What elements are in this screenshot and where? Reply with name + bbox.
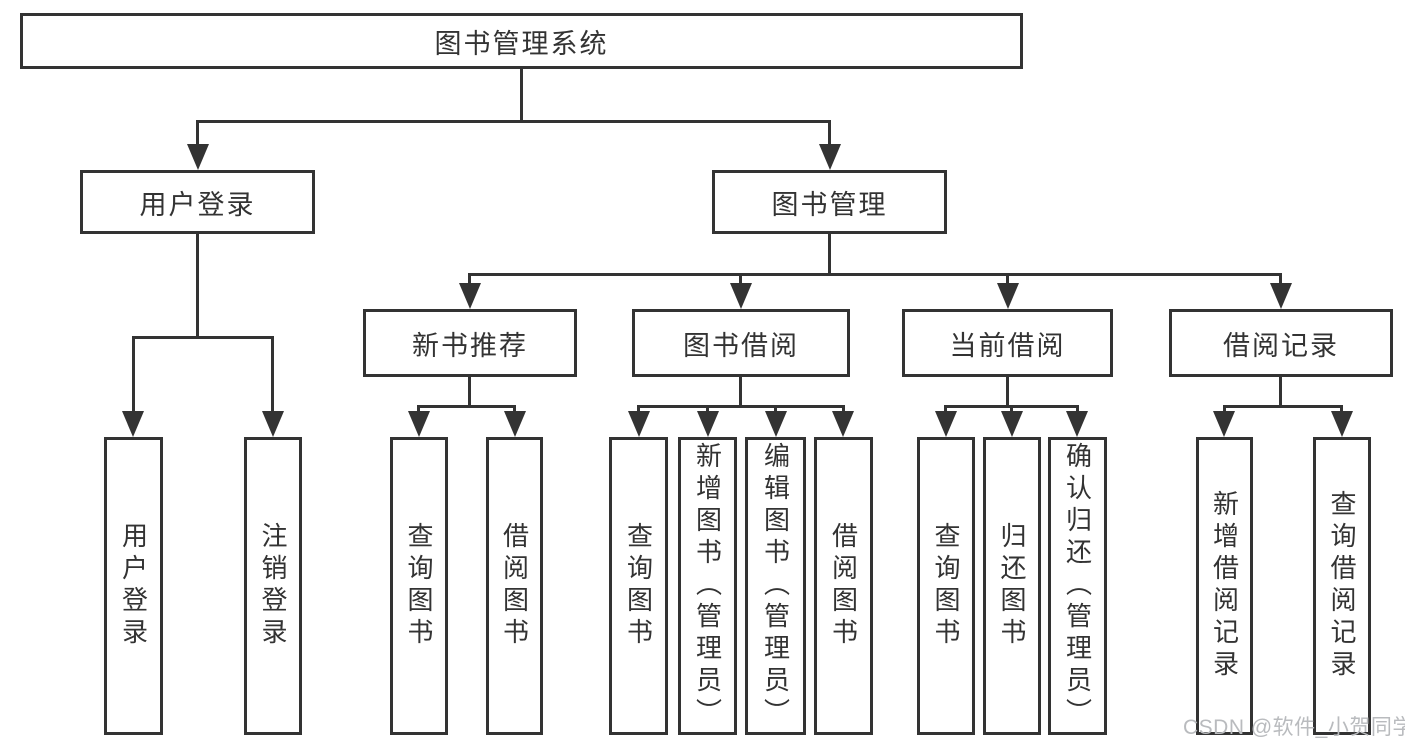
node-new-book-recommend: 新书推荐 xyxy=(363,309,577,377)
connector-arrowhead xyxy=(1066,411,1088,437)
node-borrow-records: 借阅记录 xyxy=(1169,309,1393,377)
leaf-recommend-query-books-label: 查询图书 xyxy=(404,522,434,650)
connector-arrowhead xyxy=(504,411,526,437)
node-book-borrow-label: 图书借阅 xyxy=(683,330,799,361)
connector-line xyxy=(468,273,1282,276)
connector-arrowhead xyxy=(697,411,719,437)
leaf-edit-books-admin: 编辑图书（管理员） xyxy=(745,437,806,735)
connector-line xyxy=(196,120,831,123)
leaf-current-query-books: 查询图书 xyxy=(917,437,975,735)
connector-arrowhead xyxy=(628,411,650,437)
connector-arrowhead xyxy=(1331,411,1353,437)
connector-arrowhead xyxy=(730,283,752,309)
connector-line xyxy=(1279,377,1282,407)
connector-line xyxy=(828,120,831,148)
leaf-query-borrow-record: 查询借阅记录 xyxy=(1313,437,1371,735)
leaf-borrow-query-books: 查询图书 xyxy=(609,437,668,735)
leaf-recommend-borrow-books-label: 借阅图书 xyxy=(499,522,530,650)
connector-arrowhead xyxy=(262,411,284,437)
connector-line xyxy=(739,273,742,287)
connector-line xyxy=(1006,377,1009,407)
connector-line xyxy=(196,120,199,148)
leaf-borrow-books: 借阅图书 xyxy=(814,437,873,735)
leaf-return-books-label: 归还图书 xyxy=(997,522,1027,650)
leaf-borrow-query-books-label: 查询图书 xyxy=(623,522,654,650)
leaf-current-query-books-label: 查询图书 xyxy=(931,522,961,650)
node-current-borrow-label: 当前借阅 xyxy=(949,330,1066,361)
leaf-confirm-return-admin-label: 确认归还（管理员） xyxy=(1062,442,1093,730)
node-book-management: 图书管理 xyxy=(712,170,947,234)
connector-arrowhead xyxy=(1270,283,1292,309)
node-current-borrow: 当前借阅 xyxy=(902,309,1113,377)
connector-line xyxy=(520,69,523,123)
node-user-login: 用户登录 xyxy=(80,170,315,234)
connector-line xyxy=(468,273,471,287)
leaf-user-login: 用户登录 xyxy=(104,437,163,735)
connector-arrowhead xyxy=(122,411,144,437)
connector-line xyxy=(1279,273,1282,287)
connector-arrowhead xyxy=(819,144,841,170)
leaf-add-books-admin-label: 新增图书（管理员） xyxy=(692,442,723,730)
connector-arrowhead xyxy=(832,411,854,437)
connector-line xyxy=(739,377,742,407)
connector-arrowhead xyxy=(997,283,1019,309)
connector-arrowhead xyxy=(765,411,787,437)
node-root: 图书管理系统 xyxy=(20,13,1023,69)
connector-line xyxy=(417,405,516,408)
node-root-label: 图书管理系统 xyxy=(434,28,609,59)
leaf-recommend-borrow-books: 借阅图书 xyxy=(486,437,543,735)
connector-line xyxy=(468,377,471,407)
connector-line xyxy=(132,336,135,415)
connector-arrowhead xyxy=(187,144,209,170)
leaf-return-books: 归还图书 xyxy=(983,437,1041,735)
leaf-user-login-label: 用户登录 xyxy=(118,522,149,650)
connector-line xyxy=(132,336,274,339)
node-new-book-recommend-label: 新书推荐 xyxy=(412,330,528,361)
leaf-edit-books-admin-label: 编辑图书（管理员） xyxy=(760,442,791,730)
leaf-logout-label: 注销登录 xyxy=(258,522,288,650)
connector-arrowhead xyxy=(1213,411,1235,437)
leaf-add-books-admin: 新增图书（管理员） xyxy=(678,437,737,735)
connector-arrowhead xyxy=(459,283,481,309)
connector-line xyxy=(828,234,831,275)
node-user-login-label: 用户登录 xyxy=(139,189,256,220)
leaf-query-borrow-record-label: 查询借阅记录 xyxy=(1327,490,1357,682)
connector-arrowhead xyxy=(1001,411,1023,437)
node-borrow-records-label: 借阅记录 xyxy=(1223,330,1339,361)
connector-line xyxy=(271,336,274,415)
leaf-logout: 注销登录 xyxy=(244,437,302,735)
leaf-confirm-return-admin: 确认归还（管理员） xyxy=(1048,437,1107,735)
leaf-recommend-query-books: 查询图书 xyxy=(390,437,448,735)
connector-arrowhead xyxy=(408,411,430,437)
connector-arrowhead xyxy=(935,411,957,437)
leaf-borrow-books-label: 借阅图书 xyxy=(828,522,859,650)
connector-line xyxy=(1223,405,1343,408)
csdn-watermark: CSDN @软件_小贺同学 xyxy=(1183,716,1405,739)
leaf-add-borrow-record-label: 新增借阅记录 xyxy=(1209,490,1240,682)
connector-line xyxy=(196,234,199,339)
leaf-add-borrow-record: 新增借阅记录 xyxy=(1196,437,1253,735)
node-book-management-label: 图书管理 xyxy=(771,189,888,220)
node-book-borrow: 图书借阅 xyxy=(632,309,850,377)
connector-line xyxy=(637,405,845,408)
connector-line xyxy=(1006,273,1009,287)
